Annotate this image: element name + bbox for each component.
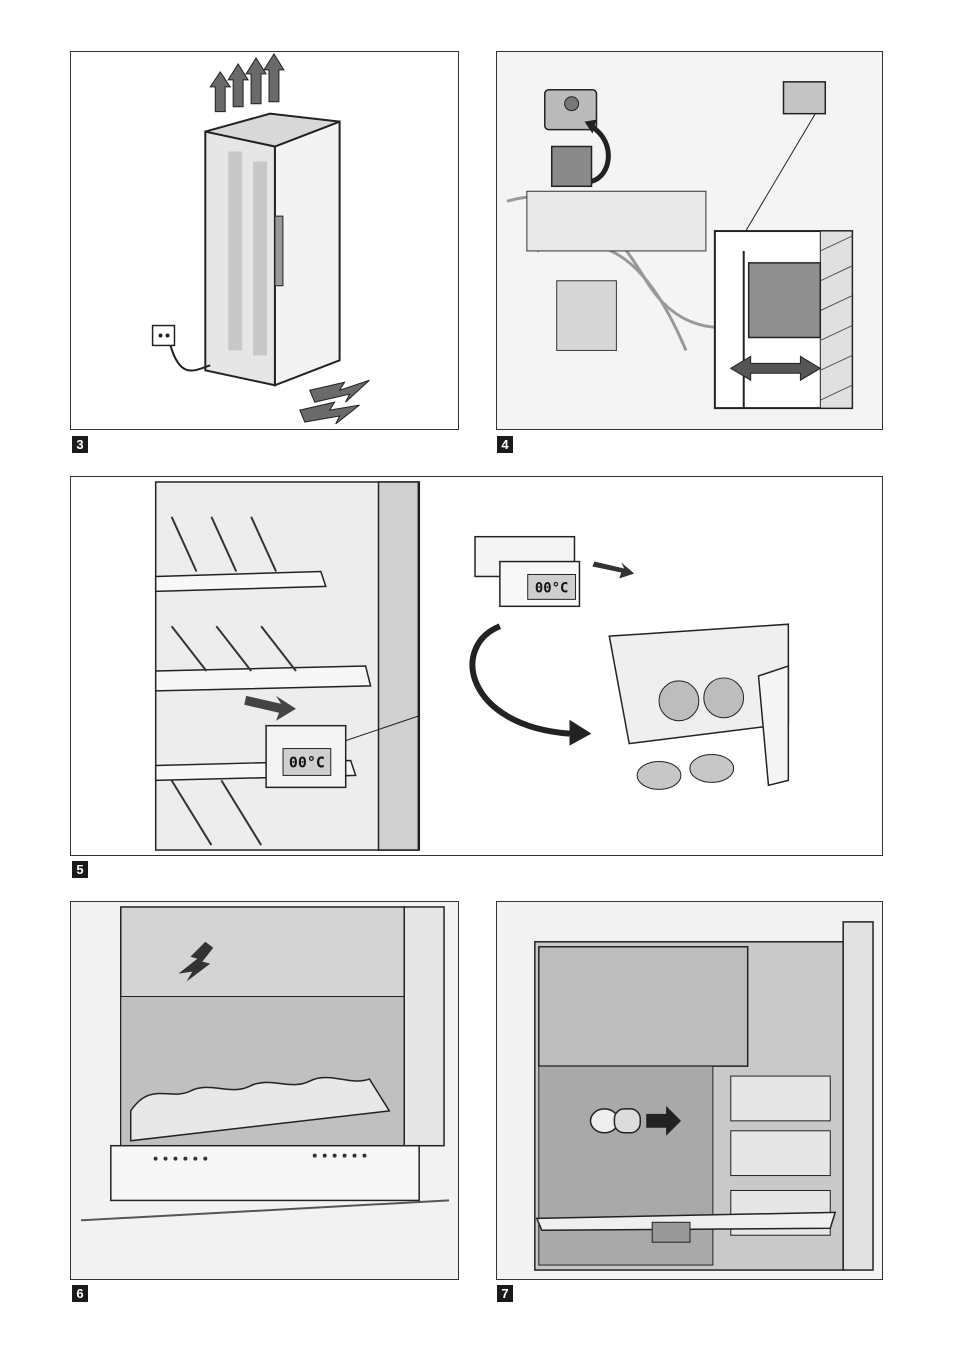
battery-slot xyxy=(659,681,699,721)
figure-7-number: 7 xyxy=(497,1285,513,1302)
figure-6-number: 6 xyxy=(72,1285,88,1302)
door-handle xyxy=(275,216,283,286)
top-light-cover xyxy=(539,947,748,1066)
door-edge xyxy=(379,482,419,850)
battery-door xyxy=(759,666,789,785)
flip-arrow xyxy=(472,626,569,733)
thermometer-display-small: 00°C xyxy=(535,580,569,596)
battery-cell xyxy=(637,761,681,789)
exhaust-arrows xyxy=(210,54,284,112)
sensor-module xyxy=(552,146,592,186)
battery-slot xyxy=(704,678,744,718)
figure-5-panel: 00°C 00°C xyxy=(70,476,883,856)
figure-3-panel xyxy=(70,51,459,430)
base-plinth xyxy=(111,1146,419,1201)
wall-hatch xyxy=(820,231,852,408)
side-shelf-supports xyxy=(731,1076,830,1235)
figure-6-illustration xyxy=(71,902,458,1279)
figure-7-illustration xyxy=(497,902,882,1279)
figure-3-illustration xyxy=(71,52,458,429)
figure-6-panel xyxy=(70,901,459,1280)
wall-socket xyxy=(153,326,175,346)
tray xyxy=(527,191,706,251)
door-side xyxy=(843,922,873,1270)
socket-hole xyxy=(159,334,163,338)
cabinet-front xyxy=(275,122,340,386)
sensor-button xyxy=(565,97,579,111)
figure-7-panel xyxy=(496,901,883,1280)
figure-4-panel xyxy=(496,51,883,430)
lamp-bulb xyxy=(614,1109,640,1133)
sensor-detail xyxy=(749,263,821,338)
mount-bracket xyxy=(784,82,826,114)
figure-4-illustration xyxy=(497,52,882,429)
flip-arrow-head xyxy=(570,720,592,746)
compressor-block xyxy=(557,281,617,351)
thermometer-display-large: 00°C xyxy=(289,753,325,771)
shelf-label-holder xyxy=(652,1222,690,1242)
figure-5-number: 5 xyxy=(72,861,88,878)
figure-3-number: 3 xyxy=(72,436,88,453)
socket-hole xyxy=(166,334,170,338)
intake-arrows xyxy=(300,380,370,424)
door-frame xyxy=(404,907,444,1146)
pull-arrow xyxy=(592,562,634,579)
figure-5-illustration: 00°C 00°C xyxy=(71,477,882,855)
battery-cell xyxy=(690,755,734,783)
figure-4-number: 4 xyxy=(497,436,513,453)
